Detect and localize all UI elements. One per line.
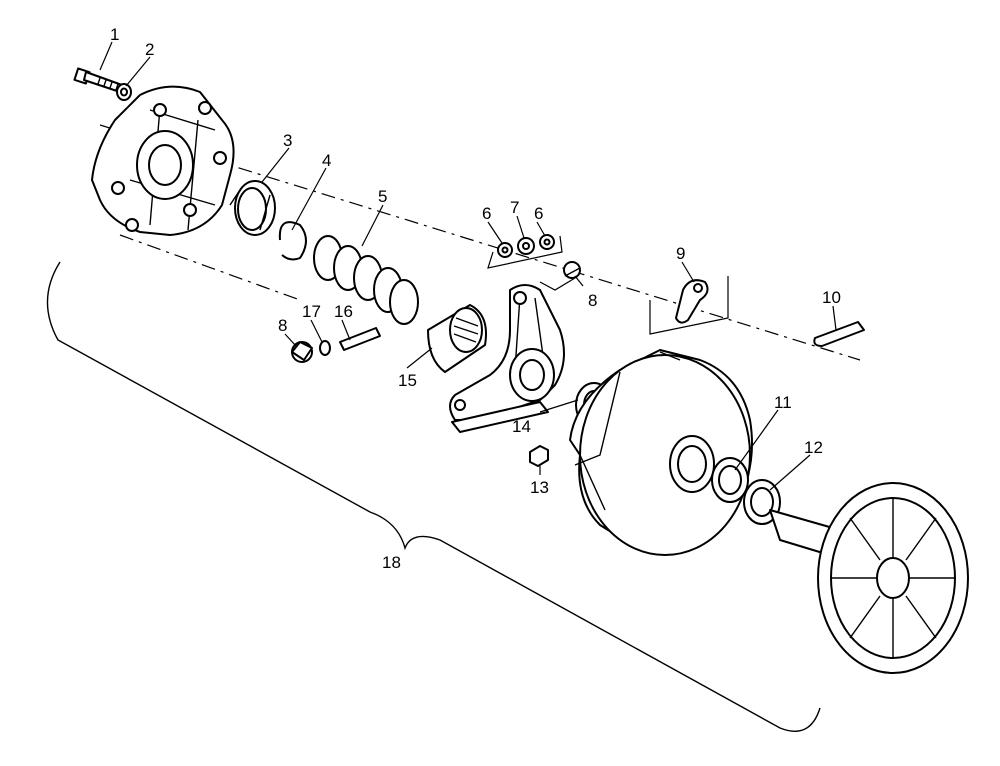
callout-8a: 8 [588, 291, 597, 310]
callout-2: 2 [145, 40, 154, 59]
callout-8b: 8 [278, 316, 287, 335]
part-clutch-cover [91, 85, 235, 236]
leader-16 [341, 319, 351, 341]
part-bushing [229, 180, 276, 236]
axis-line-lower [119, 234, 301, 301]
leader-15 [406, 347, 433, 369]
callout-5: 5 [378, 187, 387, 206]
part-cap-top [563, 261, 581, 279]
part-fixed-sheave [769, 482, 969, 674]
leader-8a [574, 275, 584, 287]
center-axis-line [99, 124, 861, 361]
callout-4: 4 [322, 151, 331, 170]
cap-top-leader-box [539, 277, 576, 291]
leader-7 [516, 215, 525, 239]
callout-14: 14 [512, 417, 531, 436]
part-washer [116, 83, 132, 101]
callout-1: 1 [110, 25, 119, 44]
leader-14 [539, 399, 579, 413]
callout-7: 7 [510, 198, 519, 217]
part-bolt [73, 67, 123, 93]
part-nut [529, 445, 549, 467]
leader-4 [291, 167, 327, 231]
callout-13: 13 [530, 478, 549, 497]
leader-2 [125, 56, 151, 87]
part-spring [313, 235, 419, 325]
leader-6b [536, 221, 546, 237]
leader-5 [361, 204, 384, 247]
bracket-group-lines [487, 235, 563, 269]
leader-12 [769, 454, 811, 491]
leader-11 [734, 409, 779, 471]
callout-6a: 6 [482, 204, 491, 223]
part-spring-cup [427, 304, 487, 373]
callout-9: 9 [676, 244, 685, 263]
callout-10: 10 [822, 288, 841, 307]
leader-9 [681, 261, 695, 283]
leader-6a [487, 221, 503, 244]
brace-assembly-18 [46, 261, 821, 732]
callout-17: 17 [302, 302, 321, 321]
part-spider-arm [449, 284, 565, 433]
part-washer-left [497, 242, 513, 258]
part-weight-lever [675, 279, 709, 324]
part-washer-right [539, 234, 555, 250]
callout-16: 16 [334, 302, 353, 321]
part-bearing-ring [711, 457, 749, 503]
lever-leader-box [649, 276, 729, 335]
leader-3 [261, 147, 290, 183]
callout-12: 12 [804, 438, 823, 457]
leader-17 [310, 319, 323, 343]
leader-1 [99, 41, 113, 71]
leader-10 [832, 305, 837, 331]
part-o-ring [319, 340, 331, 356]
callout-6b: 6 [534, 204, 543, 223]
part-cap-left [291, 341, 313, 363]
callout-15: 15 [398, 371, 417, 390]
part-pin [339, 327, 381, 351]
part-snap-ring [278, 221, 307, 261]
callout-18: 18 [382, 553, 401, 572]
leader-8b [284, 333, 297, 347]
part-shaft-pin [813, 321, 865, 347]
callout-3: 3 [283, 131, 292, 150]
part-moveable-sheave [569, 349, 753, 556]
part-roller [517, 237, 535, 255]
callout-11: 11 [774, 393, 792, 412]
